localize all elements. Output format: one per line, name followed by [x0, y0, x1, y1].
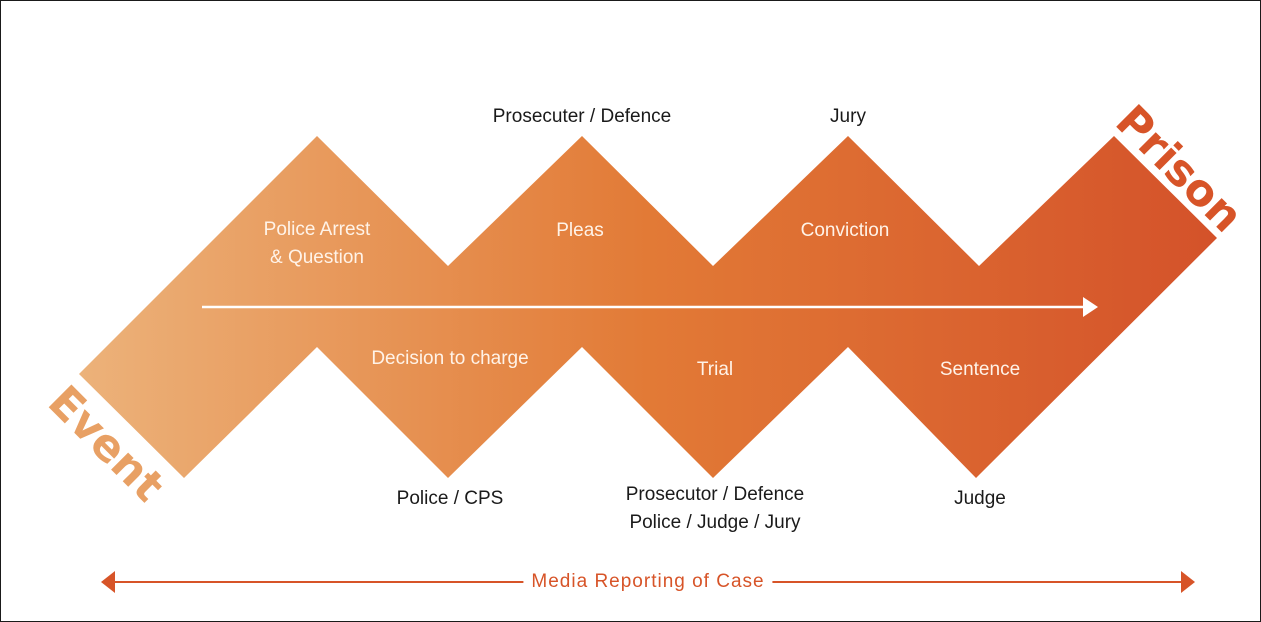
media-reporting-label: Media Reporting of Case	[523, 571, 773, 593]
actor-line2: Police / Judge / Jury	[629, 512, 801, 533]
actor-prosecuter-defence: Prosecuter / Defence	[492, 106, 672, 127]
actor-judge: Judge	[954, 488, 1006, 509]
stage-decision-to-charge-label: Decision to charge	[371, 348, 529, 369]
stage-trial-label: Trial	[696, 359, 734, 380]
stage-label-line2: & Question	[270, 247, 364, 268]
stage-conviction-label: Conviction	[800, 220, 890, 241]
stage-pleas-label: Pleas	[556, 220, 604, 241]
stage-police-arrest-label: Police Arrest & Question	[264, 216, 371, 272]
stage-sentence-label: Sentence	[939, 359, 1021, 380]
actor-trial-participants: Prosecutor / Defence Police / Judge / Ju…	[626, 481, 804, 537]
stage-label-line1: Police Arrest	[263, 219, 371, 240]
progress-arrow-head	[1083, 297, 1098, 317]
actor-jury: Jury	[830, 106, 866, 127]
actor-police-cps: Police / CPS	[396, 488, 504, 509]
media-arrow-left-head	[101, 571, 115, 593]
actor-line1: Prosecutor / Defence	[625, 484, 805, 505]
media-arrow-right-head	[1181, 571, 1195, 593]
